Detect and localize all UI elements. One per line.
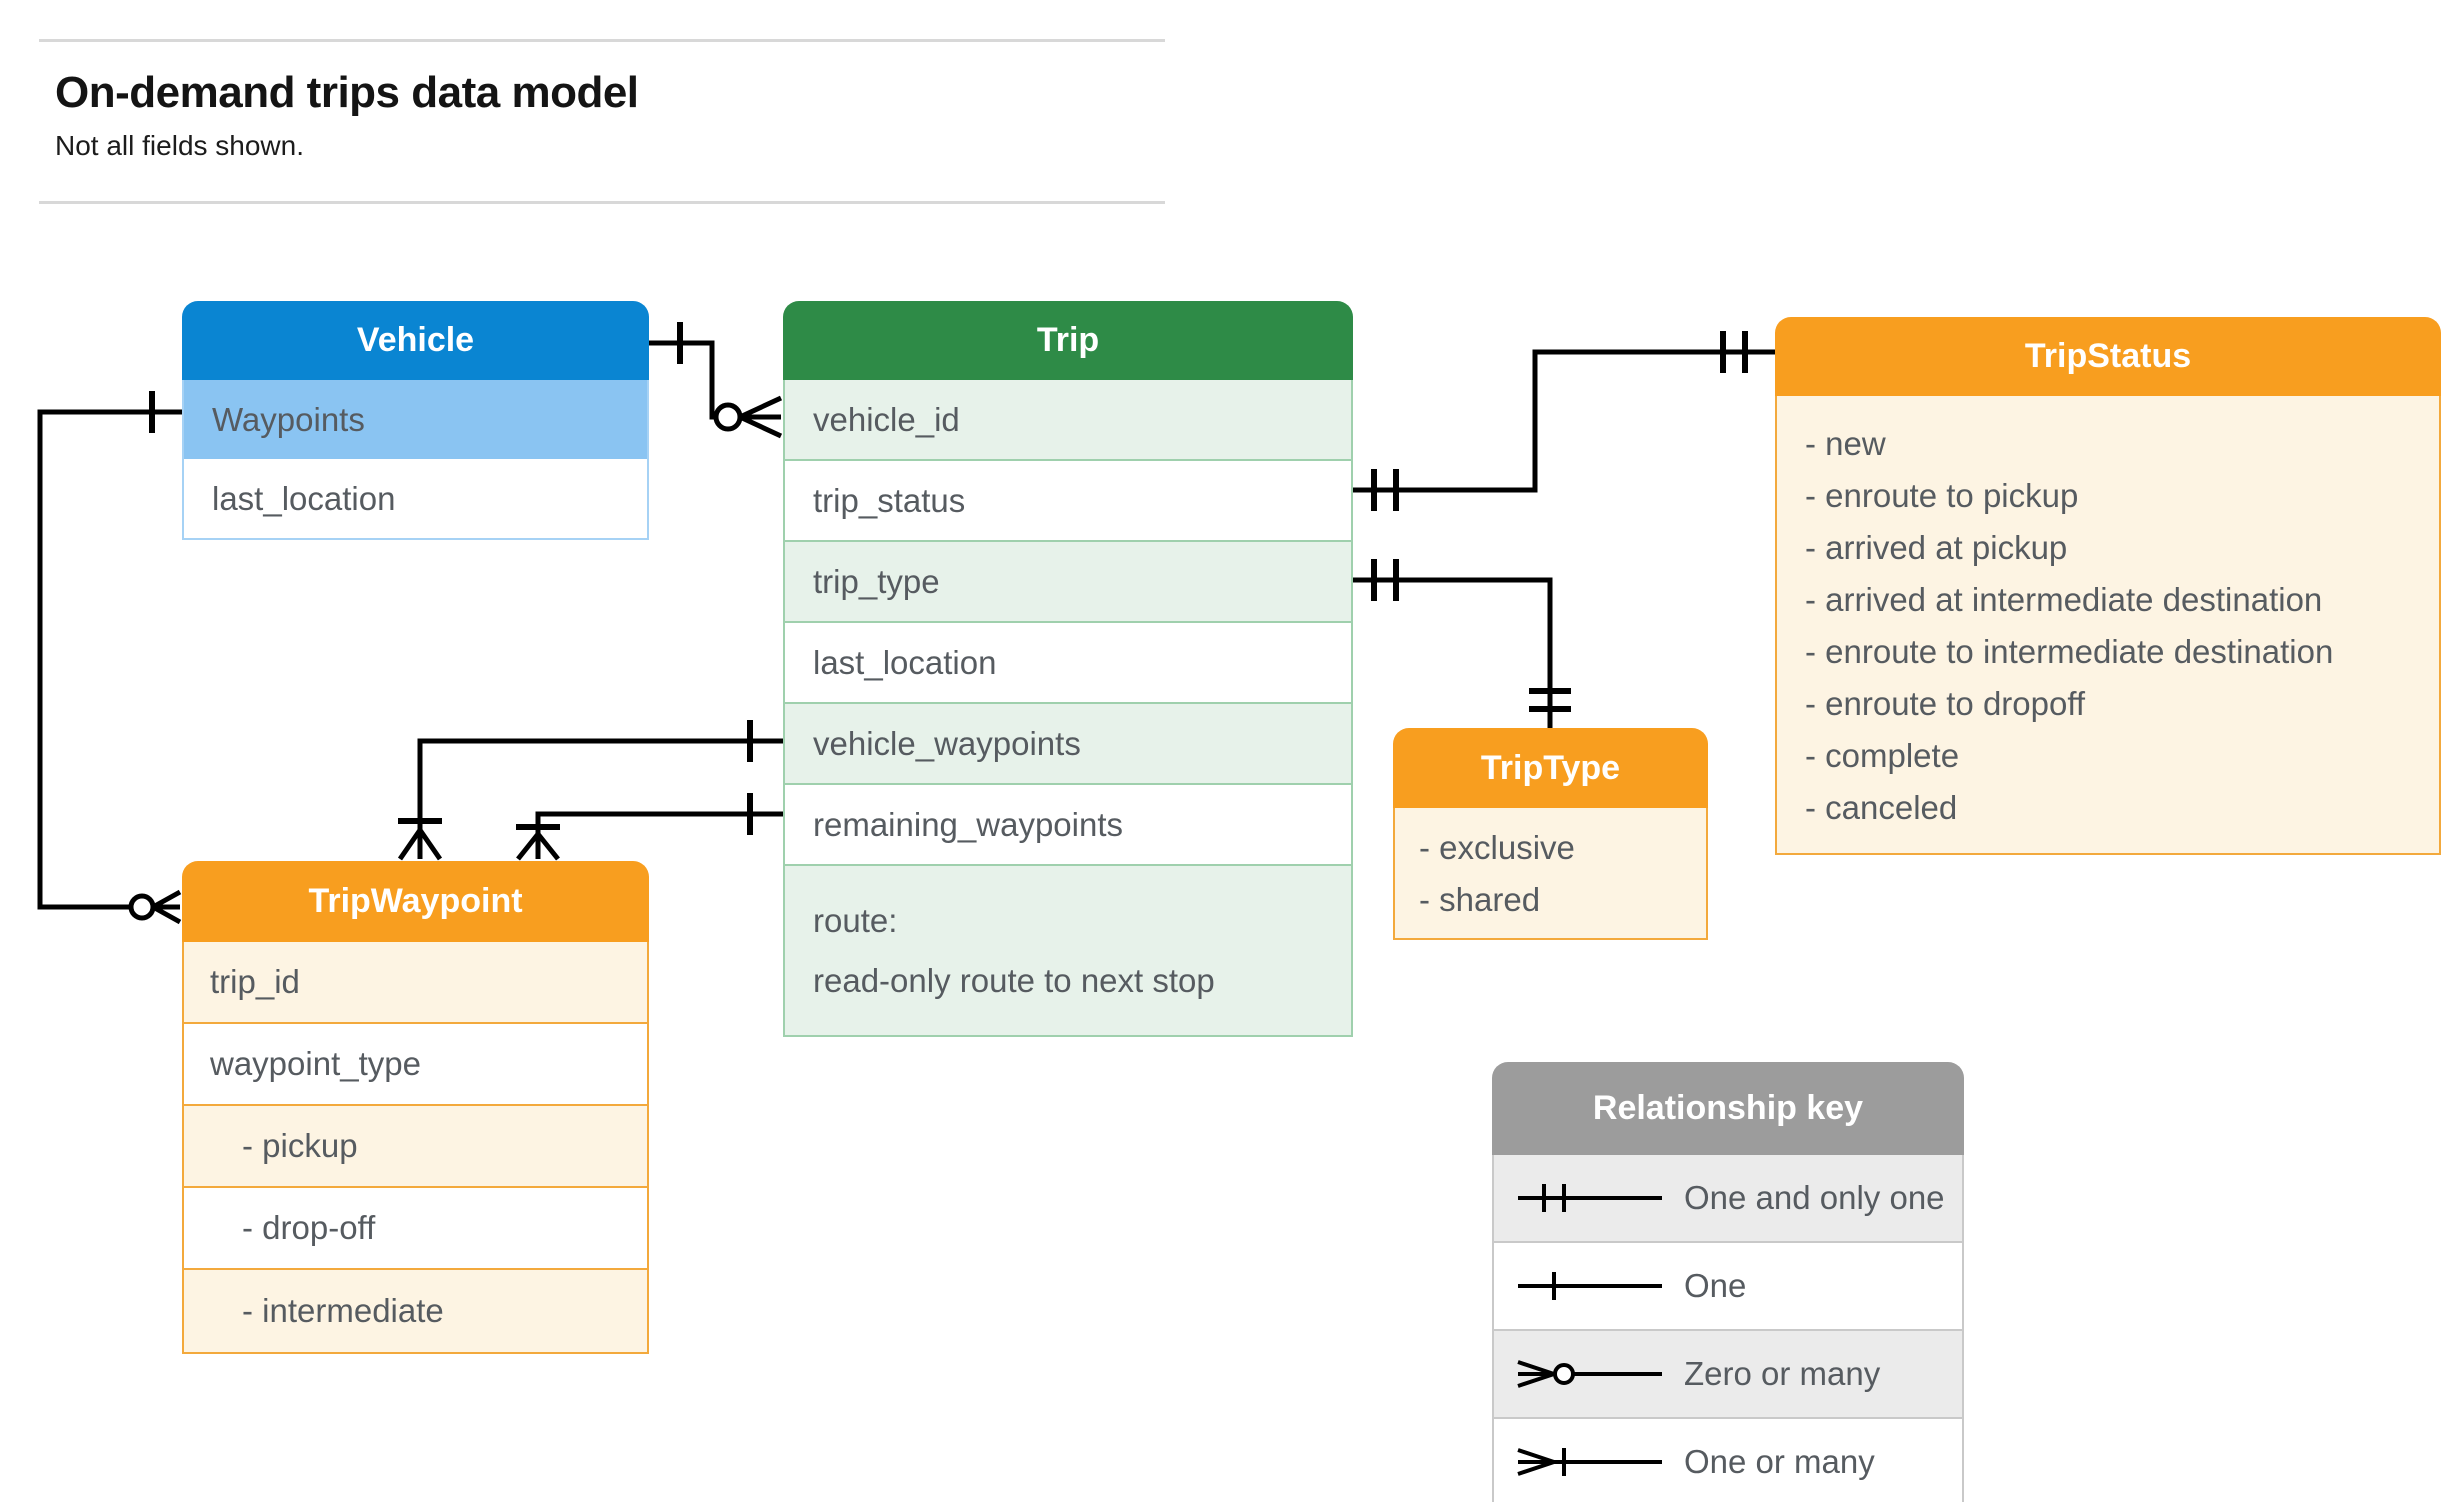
bottom-divider xyxy=(39,201,1165,204)
trip-status-value: - arrived at intermediate destination xyxy=(1805,581,2323,618)
entity-vehicle: Vehicle Waypoints last_location xyxy=(182,301,649,540)
entity-trip-status: TripStatus - new - enroute to pickup - a… xyxy=(1775,317,2441,855)
connector-trip-status-to-tripstatus xyxy=(1353,331,1775,511)
connector-vehicle-to-trip xyxy=(649,322,783,439)
page-subtitle: Not all fields shown. xyxy=(55,130,305,161)
relationship-key-rows: One and only one One Zero or many On xyxy=(1492,1155,1964,1502)
legend-row-one: One xyxy=(1494,1243,1962,1331)
field-vehicle-last-location: last_location xyxy=(184,459,647,538)
field-trip-route-description: read-only route to next stop xyxy=(813,961,1215,999)
relationship-key-title: Relationship key xyxy=(1492,1062,1964,1155)
trip-status-value: - arrived at pickup xyxy=(1805,529,2068,566)
entity-trip-waypoint: TripWaypoint trip_id waypoint_type - pic… xyxy=(182,861,649,1354)
field-trip-route-name: route: xyxy=(813,901,898,939)
entity-trip-title: Trip xyxy=(783,301,1353,380)
field-trip-status: trip_status xyxy=(785,461,1351,542)
field-trip-last-location: last_location xyxy=(785,623,1351,704)
entity-trip-status-body: - new - enroute to pickup - arrived at p… xyxy=(1775,396,2441,855)
trip-status-value: - enroute to dropoff xyxy=(1805,685,2086,722)
entity-trip-waypoint-rows: trip_id waypoint_type - pickup - drop-of… xyxy=(182,942,649,1354)
entity-trip-type: TripType - exclusive - shared xyxy=(1393,728,1708,940)
entity-trip-rows: vehicle_id trip_status trip_type last_lo… xyxy=(783,380,1353,1037)
legend-row-zero-or-many: Zero or many xyxy=(1494,1331,1962,1419)
field-waypoint-trip-id: trip_id xyxy=(184,942,647,1024)
field-trip-remaining-waypoints: remaining_waypoints xyxy=(785,785,1351,866)
entity-trip-type-title: TripType xyxy=(1393,728,1708,808)
trip-status-value: - new xyxy=(1805,425,1886,462)
trip-status-value: - canceled xyxy=(1805,789,1958,826)
field-trip-vehicle-id: vehicle_id xyxy=(785,380,1351,461)
trip-status-value: - enroute to pickup xyxy=(1805,477,2079,514)
connector-trip-type-to-triptype xyxy=(1353,559,1571,728)
connector-vehicle-waypoints-field-to-tripwaypoint xyxy=(397,720,783,861)
field-trip-vehicle-waypoints: vehicle_waypoints xyxy=(785,704,1351,785)
one-symbol xyxy=(1518,1272,1662,1300)
legend-label: One and only one xyxy=(1684,1179,1945,1216)
waypoint-type-drop-off: - drop-off xyxy=(184,1188,647,1270)
trip-type-value: - shared xyxy=(1419,881,1541,918)
trip-type-value: - exclusive xyxy=(1419,829,1575,866)
legend-label: Zero or many xyxy=(1684,1355,1881,1392)
connector-remaining-waypoints-to-tripwaypoint xyxy=(516,793,783,861)
legend-label: One xyxy=(1684,1267,1747,1304)
field-trip-route: route: read-only route to next stop xyxy=(785,866,1351,1035)
top-divider xyxy=(39,39,1165,42)
connector-vehicle-waypoints-to-tripwaypoint xyxy=(37,391,182,925)
page-title: On-demand trips data model xyxy=(55,68,639,117)
trip-status-value: - enroute to intermediate destination xyxy=(1805,633,2334,670)
entity-trip-waypoint-title: TripWaypoint xyxy=(182,861,649,942)
legend-row-one-or-many: One or many xyxy=(1494,1419,1962,1502)
entity-trip: Trip vehicle_id trip_status trip_type la… xyxy=(783,301,1353,1037)
trip-status-value: - complete xyxy=(1805,737,1960,774)
field-trip-type: trip_type xyxy=(785,542,1351,623)
zero-or-many-symbol xyxy=(1517,1360,1662,1388)
legend-label: One or many xyxy=(1684,1443,1875,1480)
waypoint-type-pickup: - pickup xyxy=(184,1106,647,1188)
entity-vehicle-title: Vehicle xyxy=(182,301,649,380)
waypoint-type-intermediate: - intermediate xyxy=(184,1270,647,1352)
relationship-key: Relationship key One and only one One xyxy=(1492,1062,1964,1502)
field-vehicle-waypoints: Waypoints xyxy=(184,380,647,459)
entity-trip-status-title: TripStatus xyxy=(1775,317,2441,396)
one-and-only-one-symbol xyxy=(1518,1184,1662,1212)
entity-vehicle-rows: Waypoints last_location xyxy=(182,380,649,540)
field-waypoint-type: waypoint_type xyxy=(184,1024,647,1106)
legend-row-one-and-only-one: One and only one xyxy=(1494,1155,1962,1243)
one-or-many-symbol xyxy=(1517,1448,1662,1476)
entity-trip-type-body: - exclusive - shared xyxy=(1393,808,1708,940)
